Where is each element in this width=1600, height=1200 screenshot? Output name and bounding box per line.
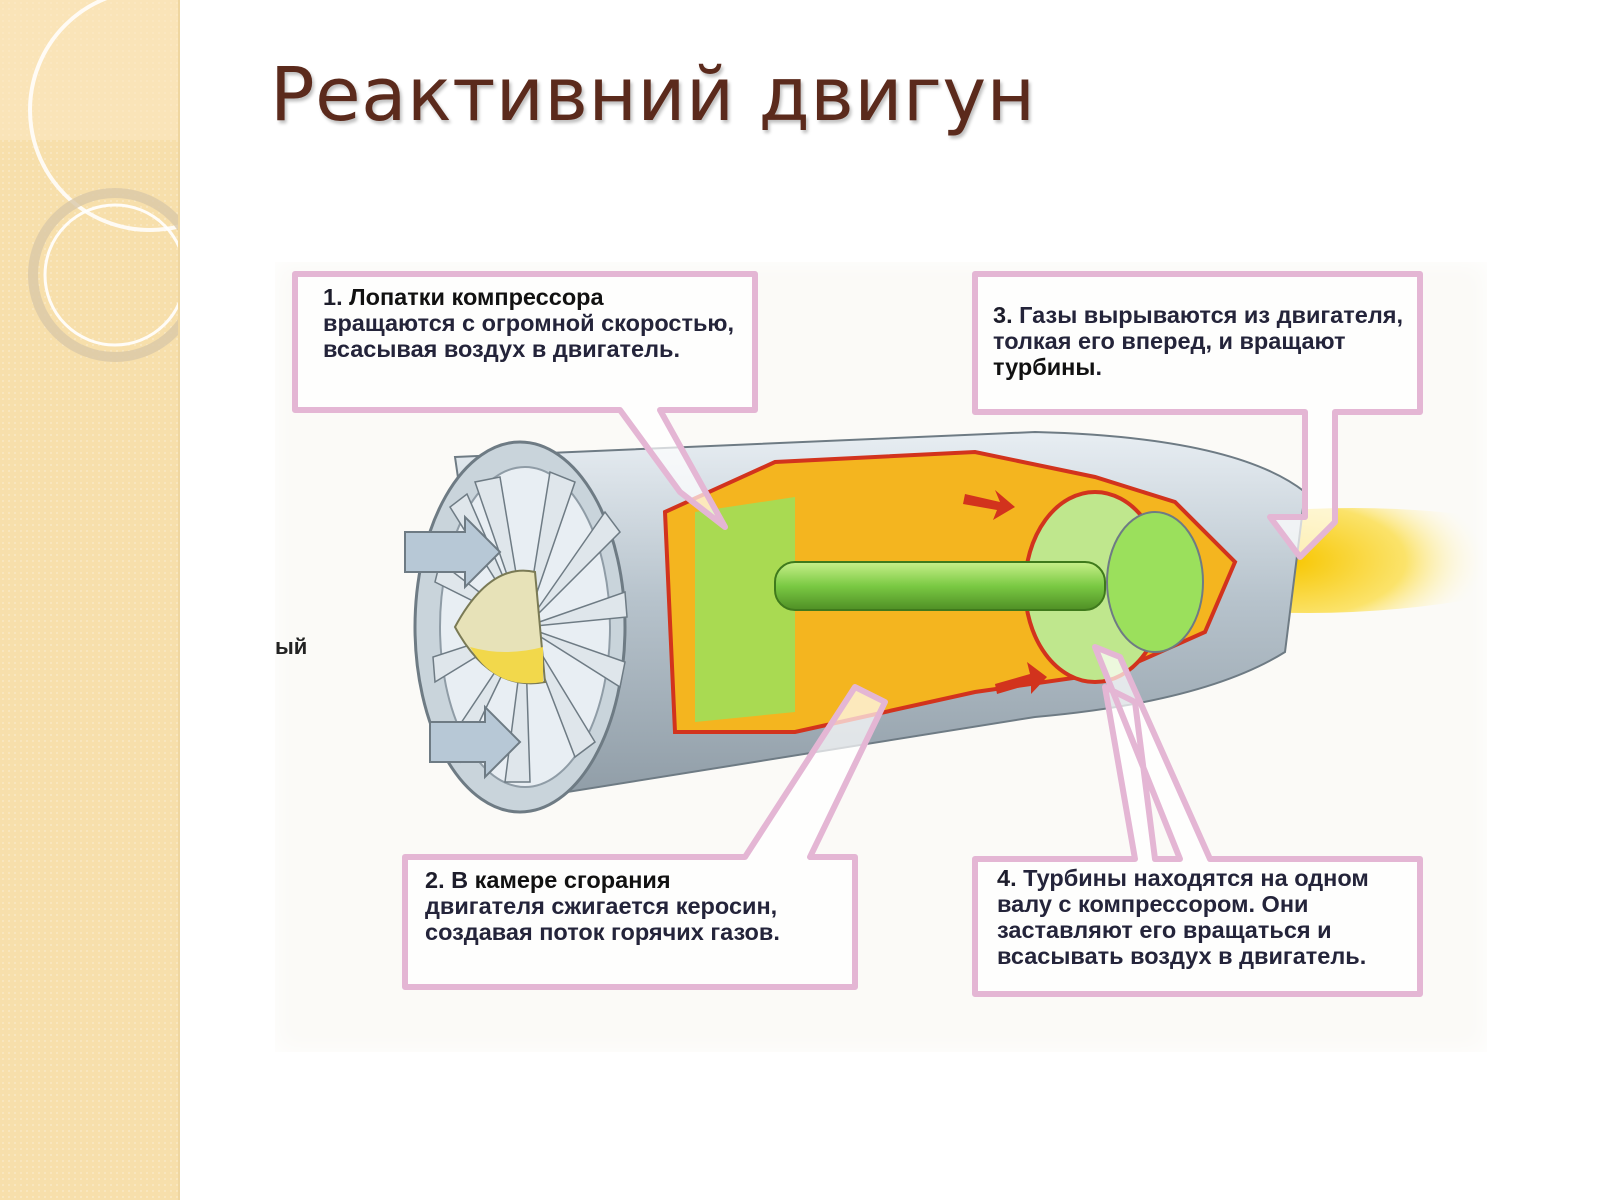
main-shaft — [774, 561, 1106, 611]
callout-4-body: Турбины находятся на одном валу с компре… — [997, 865, 1369, 969]
callout-1-box — [292, 271, 758, 530]
cropped-edge-text: ый — [275, 634, 308, 659]
callout-3-text: 3. Газы вырываются из двигателя, толкая … — [993, 302, 1413, 380]
callout-1-number: 1. — [323, 284, 343, 310]
callout-4-box — [972, 644, 1423, 997]
callout-1-text: 1. Лопатки компрессора вращаются с огром… — [323, 284, 743, 362]
callout-2-box — [402, 684, 888, 990]
callout-1-emphasis: Лопатки компрессора — [349, 284, 604, 310]
callout-3-tail: . — [1095, 354, 1102, 380]
slide-title: Реактивний двигун — [270, 52, 1036, 138]
intake-arrow-upper — [404, 514, 502, 590]
decorative-side-strip — [0, 0, 180, 1200]
callout-2-number: 2. В — [425, 867, 469, 893]
decorative-rings — [0, 0, 178, 362]
callout-4-text: 4. Турбины находятся на одном валу с ком… — [997, 865, 1412, 969]
callout-2-emphasis: камере сгорания — [474, 867, 671, 893]
hot-gas-arrows — [963, 490, 1047, 694]
callout-2-body: двигателя сжигается керосин, создавая по… — [425, 893, 780, 945]
callout-3-box — [972, 271, 1423, 560]
callout-4-number: 4. — [997, 865, 1017, 891]
jet-engine-diagram: 1. Лопатки компрессора вращаются с огром… — [275, 262, 1487, 1052]
callout-3-body: Газы вырываются из двигателя, толкая его… — [993, 302, 1404, 354]
callout-1-body: вращаются с огромной скоростью, всасывая… — [323, 310, 734, 362]
callout-3-number: 3. — [993, 302, 1013, 328]
jet-engine-illustration — [292, 271, 1485, 997]
callout-3-emphasis: турбины — [993, 354, 1096, 380]
intake-arrow-lower — [429, 704, 522, 780]
callout-2-text: 2. В камере сгорания двигателя сжигается… — [425, 867, 835, 945]
